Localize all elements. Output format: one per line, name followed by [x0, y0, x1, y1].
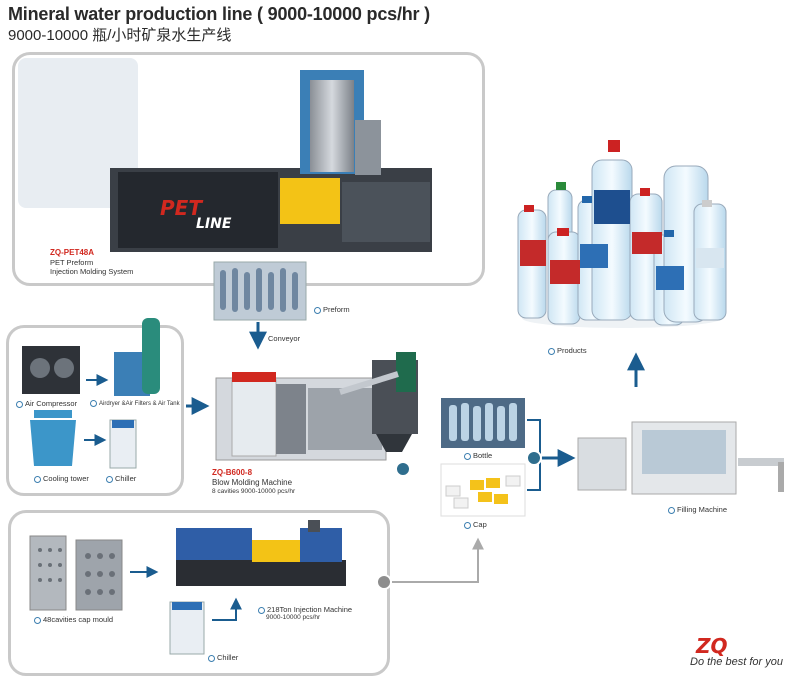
preform-system-label: ZQ-PET48A PET Preform Injection Molding …	[50, 248, 133, 277]
page-subtitle-cn: 9000-10000 瓶/小时矿泉水生产线	[8, 27, 232, 44]
cap-image	[440, 463, 526, 517]
blow-molding-machine-image	[215, 352, 418, 461]
bullet-icon	[258, 606, 265, 614]
bullet-icon	[16, 400, 23, 408]
page-title: Mineral water production line ( 9000-100…	[8, 4, 430, 25]
svg-text:PET: PET	[160, 196, 203, 220]
blow-spec: 8 cavities 9000-10000 pcs/hr	[212, 488, 296, 495]
brand-slogan: Do the best for you	[690, 656, 783, 668]
title-main: Mineral water production line	[8, 4, 253, 24]
svg-text:LINE: LINE	[196, 216, 232, 232]
title-capacity: ( 9000-10000 pcs/hr )	[257, 4, 430, 24]
bottle-label: Bottle	[464, 451, 492, 460]
bullet-icon	[34, 475, 41, 483]
cap-chiller-image	[169, 601, 205, 655]
merge-node	[526, 450, 542, 466]
blow-output-node	[395, 461, 411, 477]
aux-chiller-label: Chiller	[106, 474, 136, 483]
air-dryer-label: Airdryer &Air Filters & Air Tank	[90, 400, 180, 409]
cap-mould-image	[29, 535, 123, 611]
preform-line2: Injection Molding System	[50, 267, 134, 277]
bullet-icon	[314, 306, 321, 314]
products-image	[517, 140, 727, 328]
cap-panel-to-cap-arrow	[392, 537, 484, 583]
chiller-to-injection-arrow	[212, 597, 242, 621]
cap-injection-label: 218Ton Injection Machine 9000-10000 pcs/…	[258, 605, 352, 623]
preform-image	[213, 261, 307, 321]
air-dryer-image	[114, 318, 160, 396]
bullet-icon	[668, 506, 675, 514]
cooling-tower-label: Cooling tower	[34, 474, 89, 483]
bullet-icon	[106, 475, 113, 483]
products-label: Products	[548, 346, 587, 355]
filling-machine-label: Filling Machine	[668, 505, 727, 514]
preform-injection-machine-image: PET LINE	[18, 58, 432, 252]
air-compressor-image	[22, 346, 80, 394]
blow-molding-label: ZQ-B600-8 Blow Molding Machine 8 cavitie…	[212, 468, 295, 496]
cap-chiller-label: Chiller	[208, 653, 238, 662]
bullet-icon	[90, 400, 97, 407]
preform-line1: PET Preform	[50, 258, 94, 267]
chiller-image	[109, 419, 137, 469]
preform-model: ZQ-PET48A	[50, 248, 95, 257]
bullet-icon	[464, 452, 471, 460]
blow-name: Blow Molding Machine	[212, 478, 293, 487]
cap-mould-label: 48cavities cap mould	[34, 615, 113, 624]
preform-label: Preform	[314, 305, 350, 314]
filling-machine-image	[577, 421, 784, 495]
bullet-icon	[208, 654, 215, 662]
cap-label: Cap	[464, 520, 487, 529]
bullet-icon	[548, 347, 555, 355]
conveyor-label: Conveyor	[268, 334, 301, 343]
bullet-icon	[34, 616, 41, 624]
brand-logo: ZQ	[696, 634, 728, 658]
bullet-icon	[464, 521, 471, 529]
bottle-image	[441, 398, 525, 448]
blow-model: ZQ-B600-8	[212, 468, 253, 477]
cap-injection-machine-image	[176, 520, 346, 586]
cap-panel-output-node	[376, 574, 392, 590]
air-compressor-label: Air Compressor	[16, 399, 77, 408]
cooling-tower-image	[30, 410, 76, 466]
